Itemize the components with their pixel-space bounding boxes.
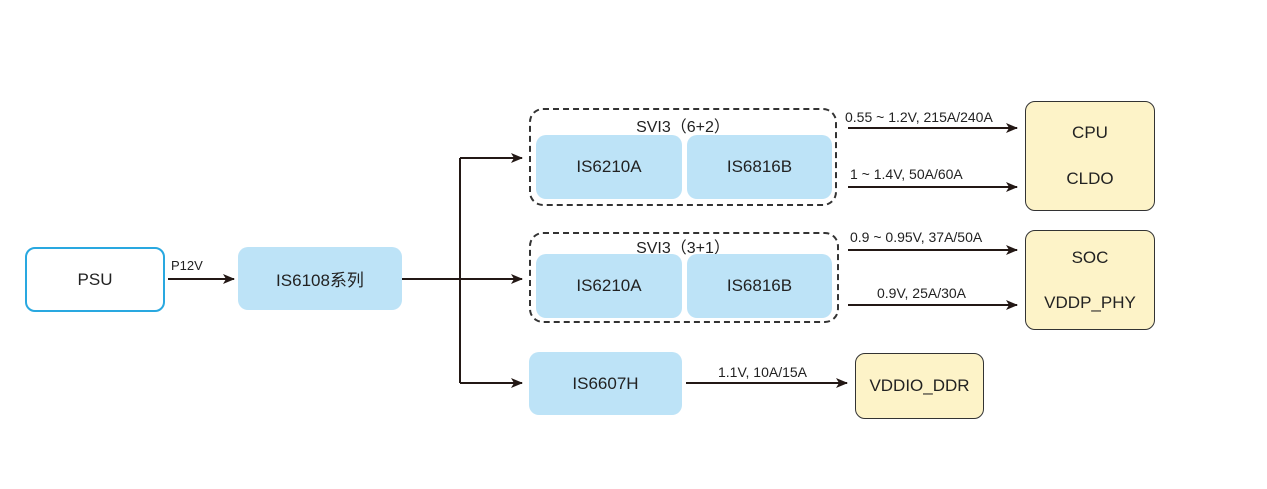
load-cpu: CPU CLDO [1025,101,1155,211]
chip-label: IS6816B [726,276,793,295]
psu-label: PSU [77,269,113,289]
controller-box: IS6108系列 [238,247,402,310]
controller-label: IS6108系列 [276,271,364,290]
load-label: CLDO [1066,169,1114,188]
load-label: CPU [1072,123,1108,142]
chip-label: IS6210A [576,276,642,295]
load-label: VDDIO_DDR [869,376,970,395]
rail-p12v: P12V [171,258,203,273]
load-soc: SOC VDDP_PHY [1025,230,1155,330]
load-label: VDDP_PHY [1044,292,1136,312]
rail-label: 1.1V, 10A/15A [718,364,808,380]
chip-box: IS6210A [536,254,682,318]
psu-box: PSU [25,247,165,312]
rail-label: 1 ~ 1.4V, 50A/60A [850,166,963,182]
ddr-chip-box: IS6607H [529,352,682,415]
group-title: SVI3（6+2） [636,119,730,136]
rail-label: 0.9V, 25A/30A [877,285,967,301]
chip-box: IS6816B [687,254,832,318]
group-svi3-3-1 [529,232,839,323]
chip-label: IS6607H [572,373,639,393]
rail-label: 0.9 ~ 0.95V, 37A/50A [850,229,983,245]
chip-label: IS6210A [576,157,642,176]
load-vddio-ddr: VDDIO_DDR [855,353,984,419]
group-title: SVI3（3+1） [636,240,730,257]
load-label: SOC [1071,247,1109,267]
chip-box: IS6816B [687,135,832,199]
rail-label: 0.55 ~ 1.2V, 215A/240A [845,109,993,125]
group-svi3-6-2 [529,108,837,206]
chip-label: IS6816B [726,157,793,176]
chip-box: IS6210A [536,135,682,199]
